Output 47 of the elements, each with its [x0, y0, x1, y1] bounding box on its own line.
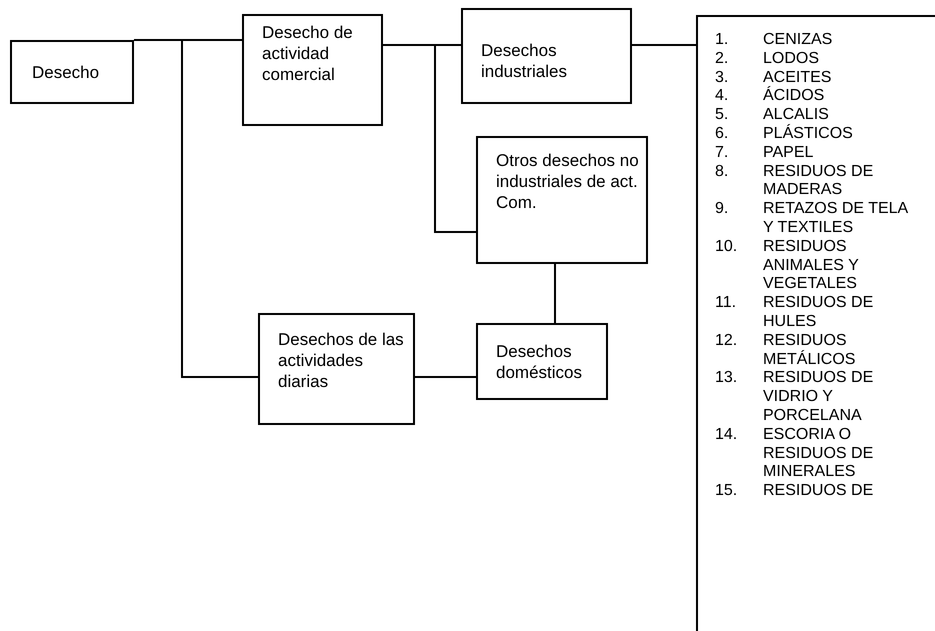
list-number: 12. — [715, 332, 738, 351]
list-box — [696, 15, 935, 631]
list-number: 1. — [715, 31, 730, 50]
list-item-text: ACEITES — [763, 68, 832, 86]
list-number: 6. — [715, 124, 730, 144]
connector-line — [632, 44, 696, 46]
list-item-text: RESIDUOS DE — [763, 482, 874, 501]
connector-line — [383, 44, 476, 233]
list-item-text: PLÁSTICOS — [763, 124, 854, 144]
box-label: Otros desechos no industriales de act. Com. — [496, 150, 640, 213]
list-number: 11. — [715, 294, 738, 314]
connector-line — [554, 264, 556, 323]
list-item-text: PAPEL — [763, 144, 814, 163]
list-item-text: ÁCIDOS — [763, 87, 826, 106]
list-number: 15. — [715, 482, 738, 501]
category-box — [461, 8, 632, 104]
list-number: 8. — [715, 162, 730, 182]
box-label: Desecho — [32, 62, 100, 83]
connector-line — [415, 376, 476, 378]
list-number: 5. — [715, 106, 730, 125]
list-item-text: ESCORIA O RESIDUOS DE MINERALES — [763, 426, 874, 482]
list-number: 2. — [715, 50, 730, 69]
list-number: 14. — [715, 426, 738, 445]
list-item-text: RESIDUOS DE HULES — [763, 294, 874, 332]
list-item-text: RESIDUOS ANIMALES Y VEGETALES — [763, 238, 860, 294]
list-item-text: RESIDUOS DE VIDRIO Y PORCELANA — [763, 369, 874, 426]
list-number: 4. — [715, 87, 730, 106]
box-label: Desechos domésticos — [496, 341, 583, 383]
list-number: 13. — [715, 369, 738, 388]
list-number: 10. — [715, 238, 738, 257]
list-item-text: LODOS — [763, 50, 820, 69]
category-box — [10, 40, 134, 104]
list-item-text: CENIZAS — [763, 31, 834, 50]
category-box — [258, 313, 415, 425]
list-item-text: RESIDUOS METÁLICOS — [763, 332, 856, 370]
box-label: Desechos de las actividades diarias — [278, 329, 405, 392]
list-item-text: RETAZOS DE TELA Y TEXTILES — [763, 200, 909, 238]
list-number: 9. — [715, 200, 730, 220]
list-item-text: RESIDUOS DE MADERAS — [763, 162, 874, 200]
category-box — [476, 323, 608, 400]
list-number: 7. — [715, 144, 730, 163]
category-box — [476, 136, 648, 264]
list-item-text: ALCALIS — [763, 106, 830, 124]
box-label: Desecho de actividad comercial — [262, 22, 354, 85]
box-label: Desechos industriales — [481, 40, 568, 82]
category-box — [242, 14, 383, 126]
list-number: 3. — [715, 68, 730, 88]
